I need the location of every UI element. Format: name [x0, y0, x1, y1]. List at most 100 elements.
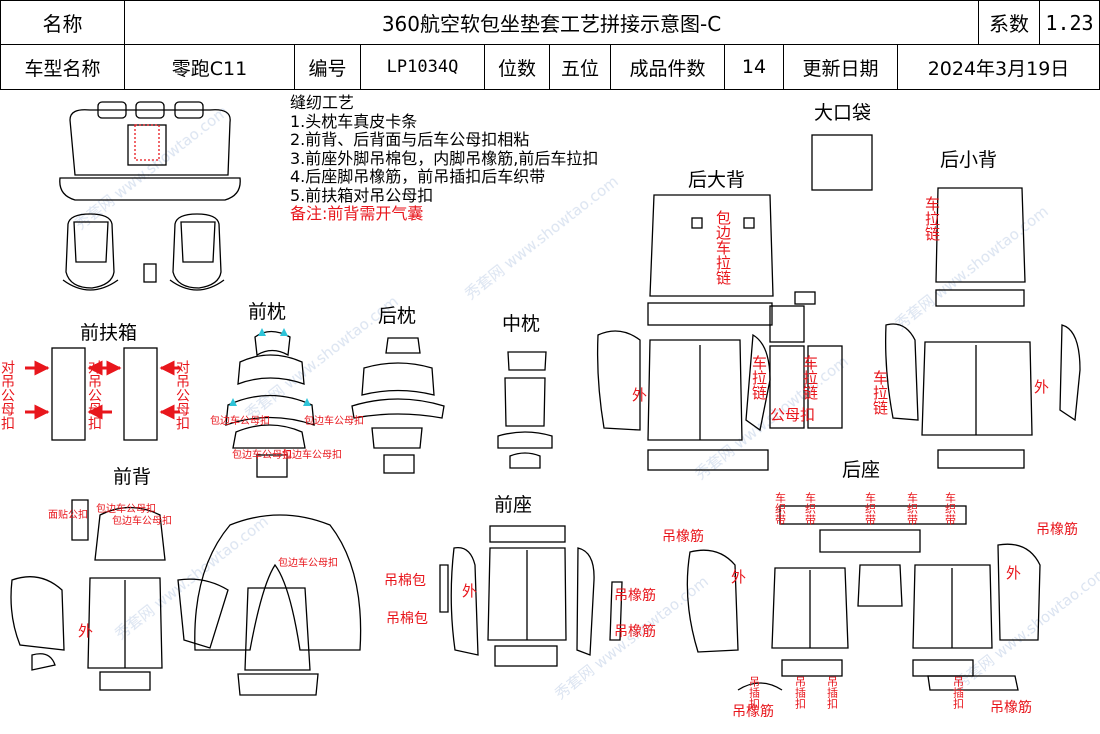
name-label: 名称 [42, 12, 83, 36]
date-label: 更新日期 [802, 57, 879, 80]
annotation-diao-xiang-jin: 吊橡筋 [662, 528, 704, 545]
annotation-bao-bian-gm: 包边车公母扣 [304, 414, 364, 427]
label-front-back: 前背 [113, 466, 151, 488]
annotation-diao-cha-kou: 吊插扣 [748, 676, 761, 710]
front-armrest-pieces [51, 347, 158, 441]
model-value-cell: 零跑C11 [124, 44, 295, 90]
seats-value: 五位 [560, 57, 599, 80]
annotation-gong-mu-kou: 公母扣 [770, 406, 815, 424]
annotation-bao-bian-gm: 包边车公母扣 [232, 448, 292, 461]
annotation-che-la-lian: 车拉链 [801, 355, 819, 400]
annotation-diao-mian-bao: 吊棉包 [384, 572, 426, 589]
title-cell: 360航空软包坐垫套工艺拼接示意图-C [124, 0, 979, 45]
model-value: 零跑C11 [171, 57, 248, 80]
annotation-dui-diao: 对吊公母扣 [86, 360, 102, 430]
coef-value: 1.23 [1045, 10, 1094, 35]
coef-label: 系数 [989, 12, 1029, 36]
watermark-text: 秀套网 www.showtao.com [461, 172, 621, 303]
annotation-wai: 外 [632, 386, 647, 404]
annotation-diao-xiang-jin: 吊橡筋 [1036, 521, 1078, 538]
watermark-text: 秀套网 www.showtao.com [891, 202, 1051, 333]
annotation-mian-tie: 面贴公扣 [48, 508, 88, 521]
annotation-wai: 外 [731, 568, 746, 586]
annotation-bao-bian-gm: 包边车公母扣 [210, 414, 270, 427]
watermark-text: 秀套网 www.showtao.com [951, 562, 1100, 693]
note-item: 2.前背、后背面与后车公母扣相粘 [290, 130, 530, 149]
front-back-pieces [10, 499, 362, 696]
sewing-notes: 缝纫工艺 1.头枕车真皮卡条 2.前背、后背面与后车公母扣相粘 3.前座外脚吊棉… [290, 93, 599, 224]
arrow-up [229, 398, 237, 406]
code-label-cell: 编号 [294, 44, 361, 90]
annotation-bao-bian-gm: 包边车公母扣 [282, 448, 342, 461]
annotation-che-la-lian: 车拉链 [871, 370, 889, 415]
code-label: 编号 [308, 57, 347, 80]
annotation-bao-bian-zip: 包边车拉链 [714, 210, 732, 285]
label-rear-seat: 后座 [842, 459, 880, 481]
name-label-cell: 名称 [0, 0, 125, 45]
label-rear-headrest: 后枕 [378, 305, 416, 327]
pieces-value: 14 [741, 56, 767, 78]
pieces-value-cell: 14 [724, 44, 784, 90]
notes-title: 缝纫工艺 [290, 93, 355, 112]
note-item: 5.前扶箱对吊公母扣 [290, 185, 434, 205]
pieces-label-cell: 成品件数 [610, 44, 725, 90]
annotation-che-zhi-dai: 车织带 [804, 491, 817, 526]
annotation-dui-diao: 对吊公母扣 [174, 360, 190, 430]
arrow-up [280, 328, 288, 336]
rear-small-back-pieces [884, 187, 1081, 469]
annotation-che-la-lian: 车拉链 [750, 355, 768, 400]
annotation-wai: 外 [1006, 564, 1021, 582]
annotation-diao-mian-bao: 吊棉包 [386, 610, 428, 627]
annotation-bao-bian-gm-full: 包边车公母扣 [96, 502, 156, 515]
arrow-up [303, 398, 311, 406]
headrest-markers [229, 328, 311, 406]
note-item: 3.前座外脚吊棉包，内脚吊橡筋,前后车拉扣 [290, 148, 599, 168]
annotation-diao-xiang-jin: 吊橡筋 [732, 703, 774, 720]
front-seat-pieces [439, 525, 623, 667]
annotation-che-la-lian: 车拉链 [923, 196, 941, 241]
pieces-label: 成品件数 [629, 57, 706, 80]
rear-seat-pieces [686, 505, 1041, 691]
date-value: 2024年3月19日 [927, 57, 1070, 80]
notes-remark: 备注:前背需开气囊 [290, 204, 424, 223]
label-rear-small-back: 后小背 [940, 149, 997, 171]
code-value-cell: LP1034Q [360, 44, 485, 90]
mid-headrest-pieces [497, 351, 553, 469]
annotation-che-zhi-dai: 车织带 [944, 491, 957, 526]
model-label-cell: 车型名称 [0, 44, 125, 90]
arrow-up [258, 328, 266, 336]
label-front-headrest: 前枕 [248, 301, 286, 323]
armrest-annotations: 对吊公母扣 对吊公母扣 对吊公母扣 [0, 360, 190, 430]
coef-value-cell: 1.23 [1039, 0, 1100, 45]
pattern-diagram: 秀套网 www.showtao.com 秀套网 www.showtao.com … [0, 101, 1100, 720]
seats-label: 位数 [497, 57, 536, 80]
big-pocket-piece [811, 134, 873, 191]
label-front-armrest: 前扶箱 [80, 322, 137, 344]
label-mid-headrest: 中枕 [502, 313, 540, 335]
annotation-diao-xiang-jin: 吊橡筋 [614, 587, 656, 604]
watermark-text: 秀套网 www.showtao.com [71, 102, 231, 233]
front-headrest-pieces [225, 330, 315, 478]
seats-label-cell: 位数 [484, 44, 550, 90]
armrest-arrows [25, 360, 180, 420]
annotation-che-zhi-dai: 车织带 [774, 491, 787, 526]
seat-overview [59, 101, 241, 291]
annotation-diao-xiang-jin: 吊橡筋 [990, 699, 1032, 716]
rear-big-back-pieces [596, 194, 843, 471]
annotation-diao-cha-kou: 吊插扣 [826, 676, 839, 710]
annotation-che-zhi-dai: 车织带 [864, 491, 877, 526]
note-item: 1.头枕车真皮卡条 [290, 111, 418, 131]
header-table: 名称 360航空软包坐垫套工艺拼接示意图-C 系数 1.23 车型名称 零跑C1… [0, 0, 1100, 90]
annotation-bao-bian-gm-full: 包边车公母扣 [112, 514, 172, 527]
annotation-wai: 外 [462, 582, 477, 600]
date-label-cell: 更新日期 [783, 44, 898, 90]
annotation-che-zhi-dai: 车织带 [906, 491, 919, 526]
page-title: 360航空软包坐垫套工艺拼接示意图-C [381, 12, 722, 36]
note-item: 4.后座脚吊橡筋，前吊插扣后车织带 [290, 167, 546, 186]
label-rear-big-back: 后大背 [688, 169, 745, 191]
label-front-seat: 前座 [494, 494, 532, 516]
annotation-wai: 外 [78, 622, 93, 640]
annotation-diao-cha-kou: 吊插扣 [952, 676, 965, 710]
annotation-wai: 外 [1034, 378, 1049, 396]
